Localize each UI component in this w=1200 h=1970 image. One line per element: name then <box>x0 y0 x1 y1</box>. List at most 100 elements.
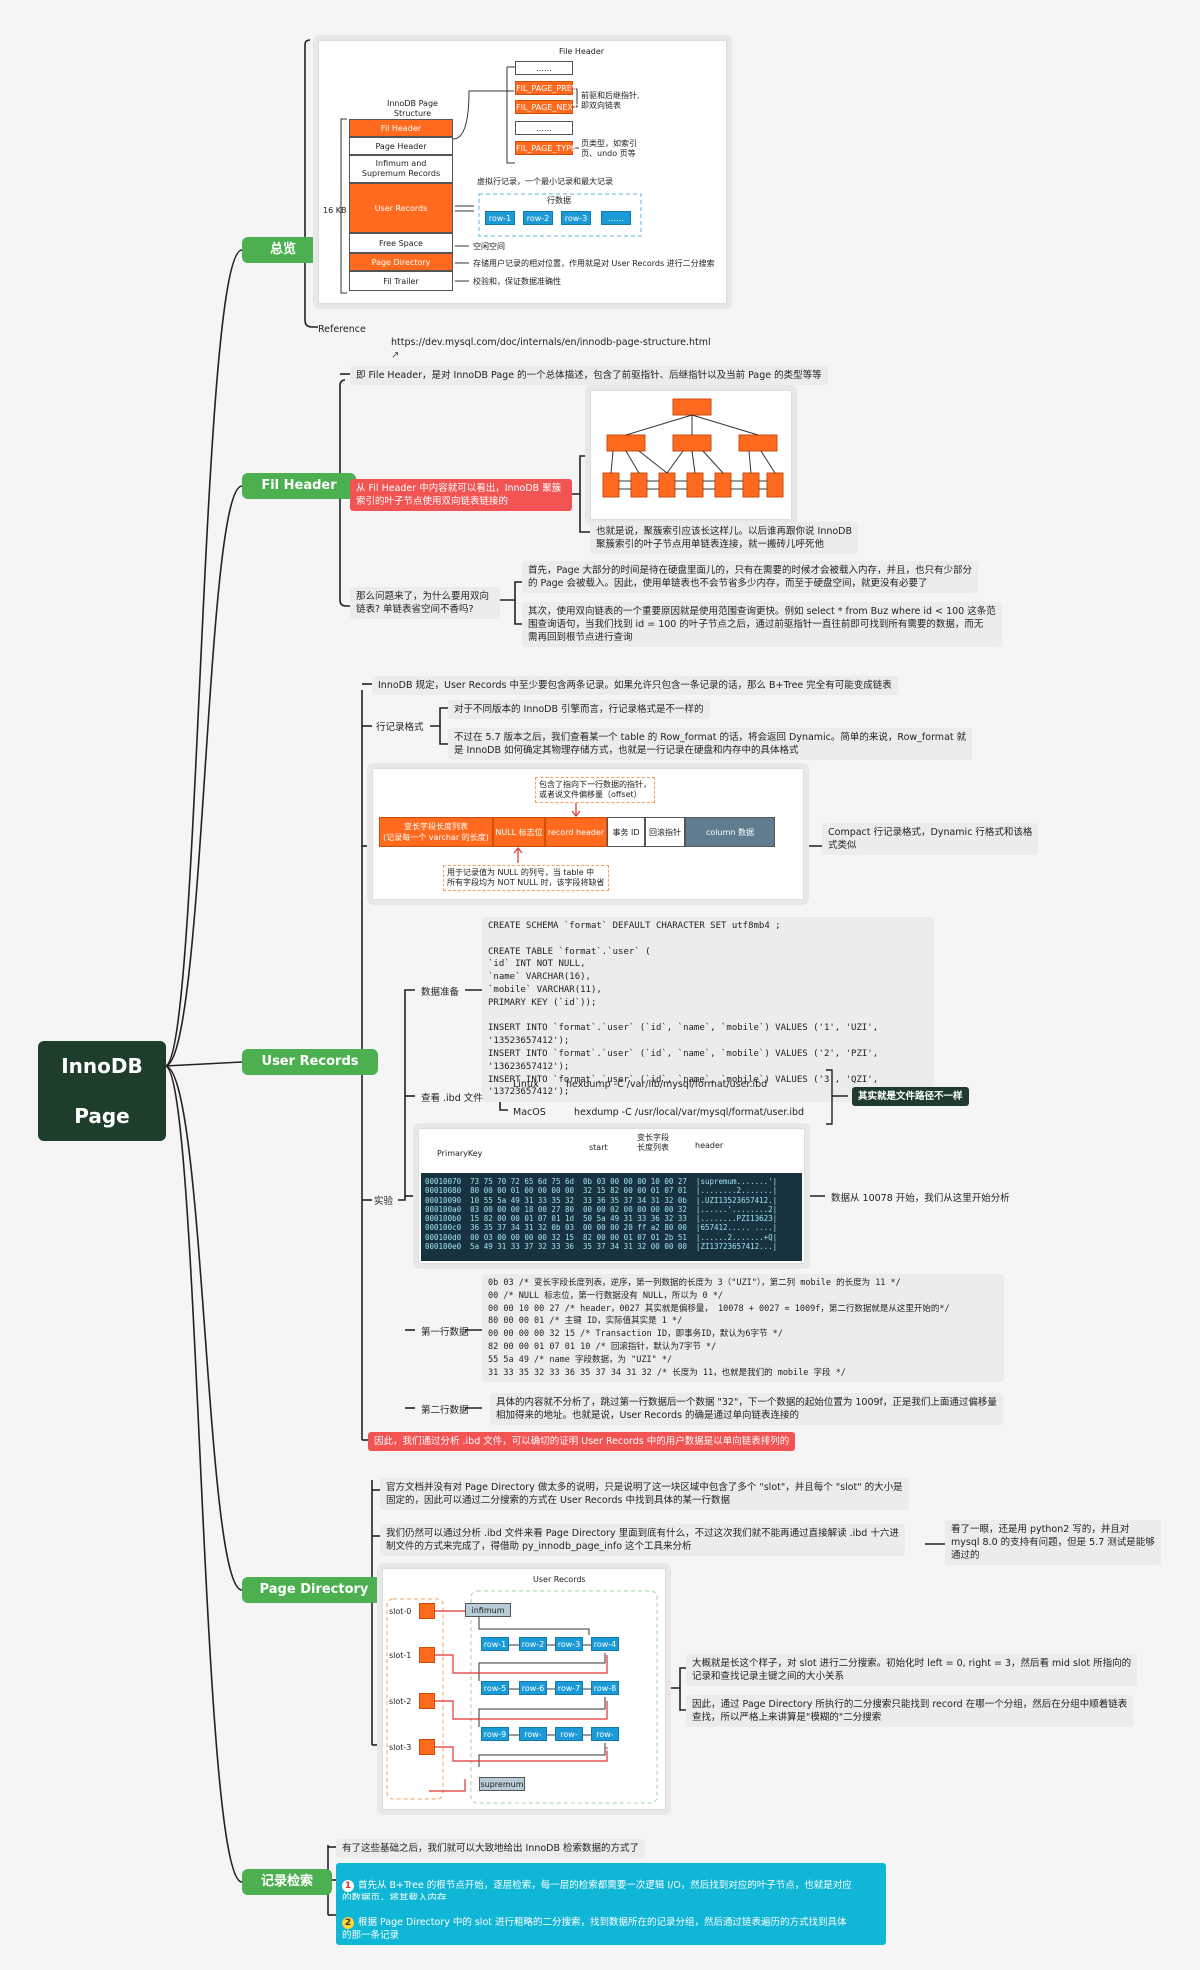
file-header-title: File Header <box>559 47 605 56</box>
compact-side-note: Compact 行记录格式，Dynamic 行格式和该格 式类似 <box>822 823 1039 855</box>
pd-desc-2: 我们仍然可以通过分析 .ibd 文件来看 Page Directory 里面到底… <box>380 1524 905 1556</box>
note-infimum: 虚拟行记录，一个最小记录和最大记录 <box>477 177 613 186</box>
hex-label-header: header <box>695 1141 724 1150</box>
pd-supremum: supremum <box>479 1777 525 1791</box>
fh-row-type: FIL_PAGE_TYPE <box>515 141 576 155</box>
macos-cmd[interactable]: hexdump -C /usr/local/var/mysql/format/u… <box>574 1107 805 1118</box>
compact-arrows <box>513 803 581 863</box>
bplus-tree-svg <box>602 398 784 498</box>
pd-desc-2-note: 看了一眼，还是用 python2 写的，并且对 mysql 8.0 的支持有问题… <box>945 1520 1161 1565</box>
slot-1-label: slot-1 <box>389 1651 412 1660</box>
second-row-label: 第二行数据 <box>421 1405 469 1416</box>
hex-label-varlen: 变长字段 长度列表 <box>637 1133 669 1152</box>
prep-label: 数据准备 <box>421 987 460 998</box>
bplus-tree-diagram <box>590 390 792 520</box>
fil-answer-1: 首先，Page 大部分的时间是待在硬盘里面儿的，只有在需要的时候才会被载入内存，… <box>522 561 979 593</box>
compact-format-diagram: 包含了指向下一行数据的指针， 或者说文件偏移量（offset） 变长字段长度列表… <box>372 768 804 900</box>
root-node[interactable]: InnoDB Page <box>38 1041 166 1141</box>
row-format-2: 不过在 5.7 版本之后，我们查看某一个 table 的 Row_format … <box>448 728 973 760</box>
pd-row-8: row-8 <box>591 1681 619 1695</box>
pd-row-10: row-10 <box>519 1727 547 1753</box>
compact-cell-null: NULL 标志位 <box>493 817 545 847</box>
slot-2-label: slot-2 <box>389 1697 412 1706</box>
hexdump-text: 00010070 73 75 70 72 65 6d 75 6d 0b 03 0… <box>421 1173 802 1261</box>
pd-note-2: 因此，通过 Page Directory 所执行的二分搜索只能找到 record… <box>686 1695 1134 1727</box>
hex-note: 数据从 10078 开始，我们从这里开始分析 <box>831 1193 1010 1204</box>
row-chip-more: ...... <box>601 211 631 225</box>
pd-row-4: row-4 <box>591 1637 619 1651</box>
struct-row-user-records: User Records <box>349 183 453 233</box>
pd-diagram-title: User Records <box>533 1575 586 1584</box>
row-chip-3: row-3 <box>561 211 591 225</box>
pd-row-9: row-9 <box>481 1727 509 1741</box>
second-row-data: 具体的内容就不分析了，跳过第一行数据后一个数据 "32"，下一个数据的起始位置为… <box>490 1393 1003 1425</box>
hex-label-pk: PrimaryKey <box>437 1149 483 1158</box>
fil-question: 那么问题来了，为什么要用双向 链表? 单链表省空间不香吗? <box>350 587 500 619</box>
fil-answer-2: 其次，使用双向链表的一个重要原因就是使用范围查询更快。例如 select * f… <box>522 602 1002 647</box>
row-chip-1: row-1 <box>485 211 515 225</box>
linux-cmd[interactable]: hexdump -C /var/lib/mysql/format/user.ib… <box>566 1079 768 1090</box>
struct-row-free-space: Free Space <box>349 233 453 253</box>
page-structure-diagram: File Header InnoDB Page Structure 16 KB … <box>318 40 727 304</box>
view-ibd-label: 查看 .ibd 文件 <box>421 1093 483 1104</box>
reference-url[interactable]: https://dev.mysql.com/doc/internals/en/i… <box>391 337 711 348</box>
compact-top-note: 包含了指向下一行数据的指针， 或者说文件偏移量（offset） <box>535 777 655 803</box>
reference-label: Reference <box>318 324 366 335</box>
branch-overview[interactable]: 总览 <box>242 237 324 263</box>
compact-cell-header: record header <box>545 817 607 847</box>
note-fil-trailer: 校验和，保证数据准确性 <box>473 277 561 286</box>
fh-row-dots-2: ...... <box>515 121 573 135</box>
slot-3-label: slot-3 <box>389 1743 412 1752</box>
branch-fil-header[interactable]: Fil Header <box>242 473 356 499</box>
compact-cell-roll-ptr: 回滚指针 <box>645 817 685 847</box>
hex-label-start: start <box>589 1143 608 1152</box>
slot-0-box <box>419 1603 435 1619</box>
struct-row-fil-trailer: Fil Trailer <box>349 271 453 291</box>
note-page-directory: 存储用户记录的相对位置，作用就是对 User Records 进行二分搜索 <box>473 259 715 268</box>
note-prev-next: 前驱和后继指针, 即双向链表 <box>581 91 640 110</box>
compact-cell-column-data: column 数据 <box>685 817 775 847</box>
pd-row-7: row-7 <box>555 1681 583 1695</box>
note-page-type: 页类型，如索引 页、undo 页等 <box>581 139 637 158</box>
step-2-badge: 2 <box>342 1917 354 1929</box>
sql-block: CREATE SCHEMA `format` DEFAULT CHARACTER… <box>482 917 934 1103</box>
compact-cell-trx-id: 事务 ID <box>607 817 645 847</box>
pd-infimum: infimum <box>465 1603 511 1617</box>
branch-user-records[interactable]: User Records <box>242 1049 378 1075</box>
pd-diagram-lines <box>386 1590 658 1804</box>
search-intro: 有了这些基础之后，我们就可以大致地给出 InnoDB 检索数据的方式了 <box>336 1839 646 1858</box>
row-data-label: 行数据 <box>547 196 571 205</box>
pd-row-12: row-12 <box>591 1727 619 1753</box>
external-link-icon[interactable]: ↗ <box>391 350 400 361</box>
struct-row-page-directory: Page Directory <box>349 253 453 271</box>
page-directory-diagram: User Records slot-0 slot-1 slot-2 slot-3… <box>382 1568 666 1810</box>
pd-row-1: row-1 <box>481 1637 509 1651</box>
ur-rule: InnoDB 规定，User Records 中至少要包含两条记录。如果允许只包… <box>372 676 898 695</box>
fil-desc: 即 File Header，是对 InnoDB Page 的一个总体描述，包含了… <box>350 366 828 385</box>
pd-desc-1: 官方文档并没有对 Page Directory 做太多的说明，只是说明了这一块区… <box>380 1478 909 1510</box>
slot-1-box <box>419 1647 435 1663</box>
hexdump-panel: PrimaryKey start 变长字段 长度列表 header 000100… <box>418 1128 805 1264</box>
row-format-label: 行记录格式 <box>376 722 424 733</box>
compact-bottom-note: 用于记录值为 NULL 的列号，当 table 中 所有字段均为 NOT NUL… <box>443 865 609 891</box>
pd-row-11: row-11 <box>555 1727 583 1753</box>
pd-row-3: row-3 <box>555 1637 583 1651</box>
first-row-data: 0b 03 /* 变长字段长度列表，逆序，第一列数据的长度为 3（"UZI"），… <box>482 1274 1004 1383</box>
macos-label: MacOS <box>513 1107 546 1118</box>
fil-red-note: 从 Fil Header 中内容就可以看出，InnoDB 聚簇 索引的叶子节点使… <box>350 479 572 511</box>
slot-3-box <box>419 1739 435 1755</box>
note-free-space: 空闲空间 <box>473 242 505 251</box>
compact-cell-varlen: 变长字段长度列表 (记录每一个 varchar 的长度) <box>379 817 493 847</box>
branch-page-directory[interactable]: Page Directory <box>242 1577 386 1603</box>
structure-arrows <box>340 66 642 294</box>
branch-record-search[interactable]: 记录检索 <box>242 1869 332 1895</box>
fh-row-prev: FIL_PAGE_PREV <box>515 81 577 95</box>
reference-link[interactable]: https://dev.mysql.com/doc/internals/en/i… <box>385 320 717 365</box>
experiment-label: 实验 <box>374 1196 394 1207</box>
struct-row-page-header: Page Header <box>349 137 453 155</box>
pd-row-5: row-5 <box>481 1681 509 1695</box>
step-1-text: 首先从 B+Tree 的根节点开始，逐层检索，每一层的检索都需要一次逻辑 I/O… <box>342 1880 852 1904</box>
slot-2-box <box>419 1693 435 1709</box>
